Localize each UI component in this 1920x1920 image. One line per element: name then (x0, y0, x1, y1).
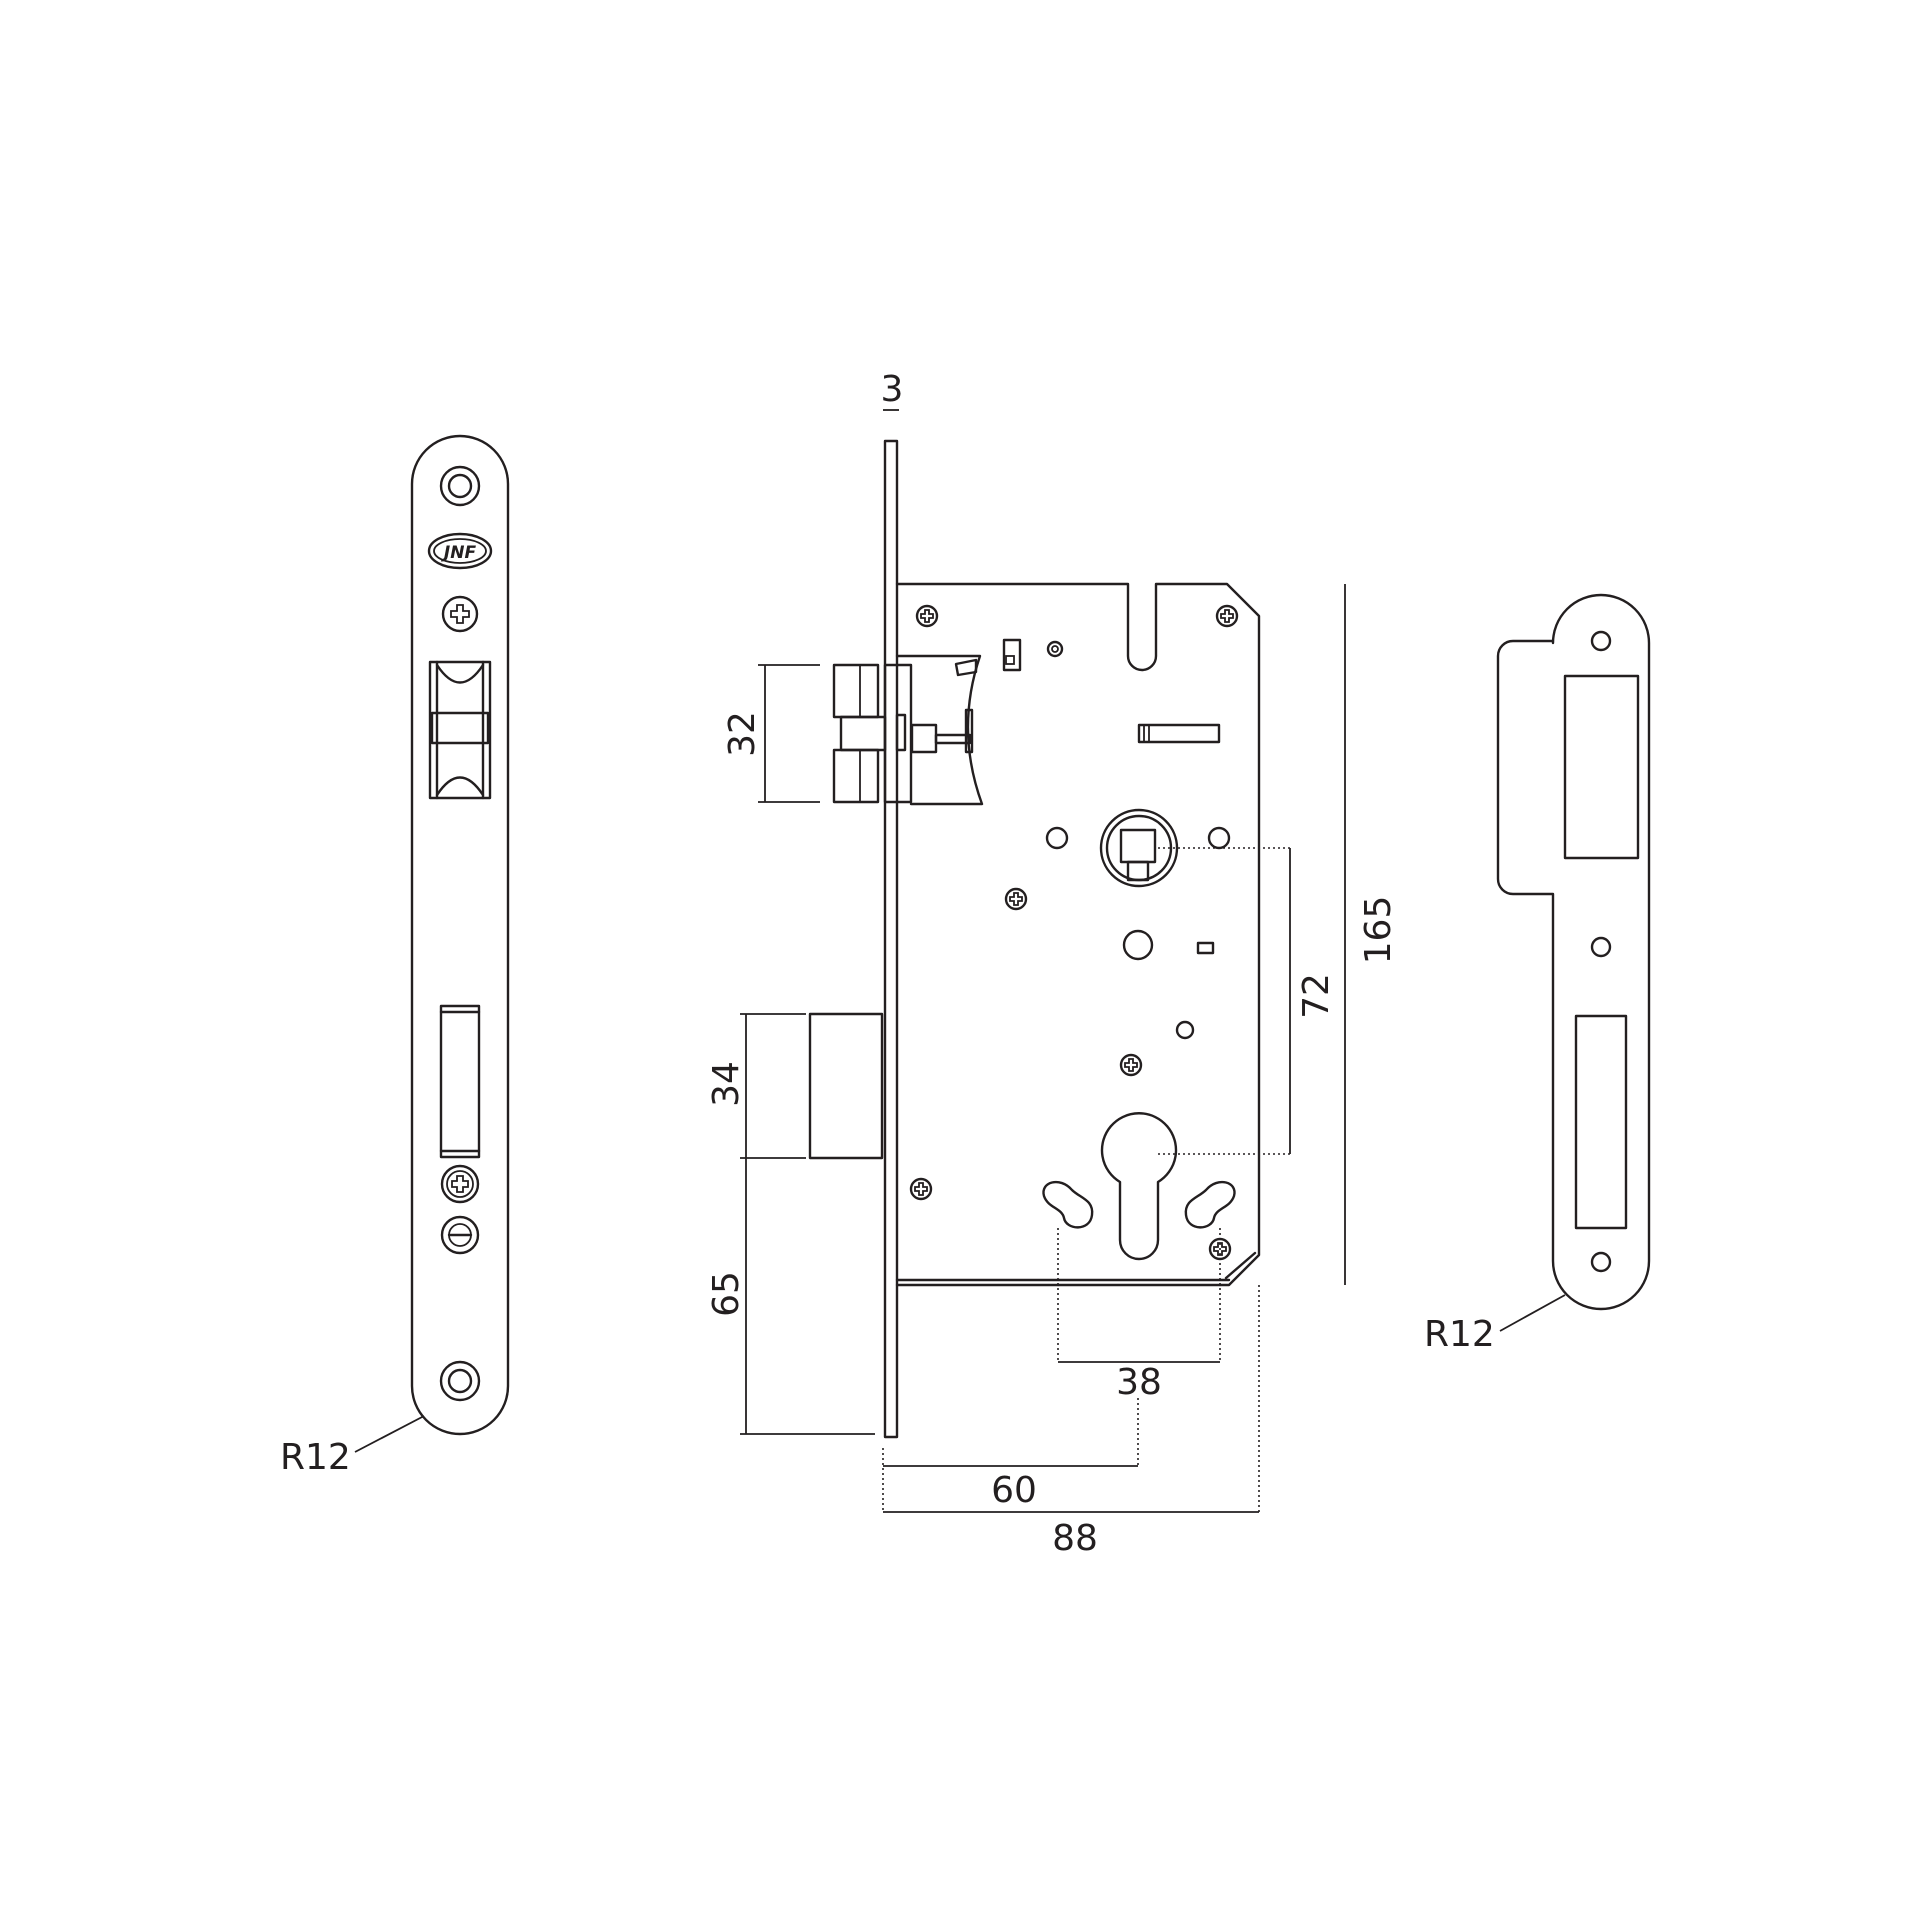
euro-cylinder-cutout (1100, 1112, 1178, 1261)
dim-case-height: 165 (1358, 896, 1399, 965)
bar-slot (1137, 723, 1221, 744)
dim-bolt-height: 34 (706, 1061, 747, 1107)
dim-latch-height: 32 (722, 711, 763, 757)
dim-screw-spacing: 38 (1116, 1362, 1162, 1403)
brand-logo-text: JNF (441, 543, 477, 563)
faceplate-radius-label: R12 (280, 1437, 351, 1478)
dim-case-depth: 88 (1052, 1518, 1098, 1559)
dim-center-distance: 72 (1296, 973, 1337, 1019)
strike-screw-hole-top (1590, 630, 1612, 652)
dim-backset: 60 (991, 1470, 1037, 1511)
faceplate-edge (883, 439, 899, 1439)
keyhole-slot-left (1042, 1180, 1094, 1229)
deadbolt (808, 1012, 884, 1160)
phillips-screw-icon (1119, 1053, 1143, 1077)
strike-radius-label: R12 (1424, 1314, 1495, 1355)
faceplate-bottom-hole-inner (447, 1368, 473, 1394)
strike-radius-leader (1499, 1294, 1566, 1332)
faceplate-top-hole-inner (447, 473, 473, 499)
faceplate-bottom-hole-outer (439, 1360, 481, 1402)
case-hole (1045, 826, 1069, 850)
small-pin (1046, 640, 1064, 658)
slotted-screw-icon (440, 1215, 480, 1255)
keyhole-slot-right (1184, 1180, 1236, 1229)
lock-body-side-view (808, 439, 1261, 1439)
phillips-screw-icon (441, 595, 479, 633)
case-hole (1207, 826, 1231, 850)
faceplate-outline (410, 434, 510, 1436)
follower-hub (1099, 808, 1179, 888)
latch-bolt (832, 654, 984, 806)
strike-plate-outline (1496, 593, 1651, 1311)
phillips-screw-icon (1215, 604, 1239, 628)
case-hole (1175, 1020, 1195, 1040)
strike-plate: R12 (1424, 593, 1651, 1355)
dim-faceplate-thickness: 3 (881, 369, 904, 410)
strike-bolt-opening (1574, 1014, 1628, 1230)
case-hole (1122, 929, 1154, 961)
lock-case-outline (895, 582, 1261, 1287)
brand-logo: JNF (427, 532, 493, 570)
dimension-lines: 3 32 34 65 72 165 38 60 88 (706, 369, 1399, 1559)
dim-bolt-offset: 65 (706, 1271, 747, 1317)
phillips-screw-icon (440, 1164, 480, 1204)
faceplate-radius-leader (354, 1415, 425, 1453)
latch-window (428, 660, 492, 800)
faceplate-top-hole-outer (439, 465, 481, 507)
strike-screw-hole-bottom (1590, 1251, 1612, 1273)
strike-screw-hole-middle (1590, 936, 1612, 958)
phillips-screw-icon (909, 1177, 933, 1201)
phillips-screw-icon (915, 604, 939, 628)
catch-block (1002, 638, 1022, 672)
strike-latch-opening (1563, 674, 1640, 860)
phillips-screw-icon (1004, 887, 1028, 911)
deadbolt-window (439, 1004, 481, 1159)
case-slot (1196, 941, 1215, 955)
faceplate-front-view: JNF (280, 434, 510, 1478)
